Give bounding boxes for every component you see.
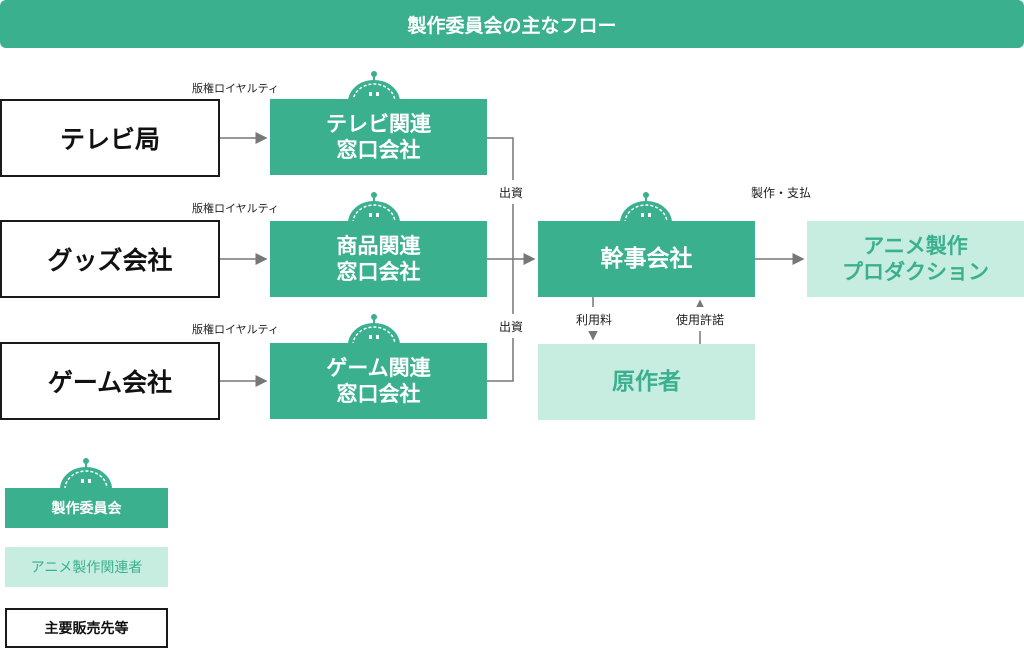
- window-game-line2: 窓口会社: [336, 382, 421, 406]
- page-title: 製作委員会の主なフロー: [0, 0, 1024, 48]
- lead-company-label: 幹事会社: [600, 245, 693, 272]
- royalty-label-tv: 版権ロイヤルティ: [192, 82, 280, 95]
- window-game-line1: ゲーム関連: [326, 355, 431, 380]
- original-author: 原作者: [538, 344, 755, 420]
- window-goods: 商品関連 窓口会社: [270, 221, 487, 297]
- seller-goods-label: グッズ会社: [47, 246, 173, 275]
- legend-sellers-label: 主要販売先等: [44, 621, 129, 637]
- robot-icon: [620, 192, 672, 223]
- royalty-label-game: 版権ロイヤルティ: [192, 323, 280, 336]
- original-author-label: 原作者: [612, 368, 681, 395]
- anime-production: アニメ製作 プロダクション: [807, 221, 1024, 297]
- legend-anime-related: アニメ製作関連者: [5, 547, 168, 587]
- robot-icon: [60, 458, 112, 489]
- window-tv-line2: 窓口会社: [336, 138, 421, 162]
- seller-game-label: ゲーム会社: [47, 368, 173, 397]
- production-payment-label: 製作・支払: [732, 180, 830, 204]
- robot-icon: [348, 192, 400, 223]
- legend-committee-label: 製作委員会: [51, 501, 122, 517]
- legend-committee: 製作委員会: [5, 488, 168, 528]
- seller-tv-label: テレビ局: [59, 125, 160, 154]
- legend-anime-related-label: アニメ製作関連者: [30, 560, 143, 576]
- window-goods-line1: 商品関連: [336, 233, 421, 258]
- robot-icon: [348, 71, 400, 102]
- lead-company: 幹事会社: [538, 221, 755, 297]
- usage-fee-label: 利用料: [563, 307, 625, 331]
- window-goods-line2: 窓口会社: [336, 260, 421, 284]
- window-tv-line1: テレビ関連: [326, 111, 431, 136]
- anime-production-line1: アニメ製作: [863, 233, 968, 258]
- window-game: ゲーム関連 窓口会社: [270, 343, 487, 419]
- legend-sellers: 主要販売先等: [5, 608, 168, 648]
- usage-permission-label: 使用許諾: [650, 307, 750, 331]
- robot-icon: [348, 314, 400, 345]
- seller-goods: グッズ会社: [0, 220, 220, 298]
- window-tv: テレビ関連 窓口会社: [270, 99, 487, 175]
- anime-production-line2: プロダクション: [842, 260, 989, 284]
- seller-game: ゲーム会社: [0, 342, 220, 420]
- investment-label-2: 出資: [462, 314, 560, 338]
- investment-label-1: 出資: [462, 180, 560, 204]
- royalty-label-goods: 版権ロイヤルティ: [192, 202, 280, 215]
- seller-tv: テレビ局: [0, 99, 220, 177]
